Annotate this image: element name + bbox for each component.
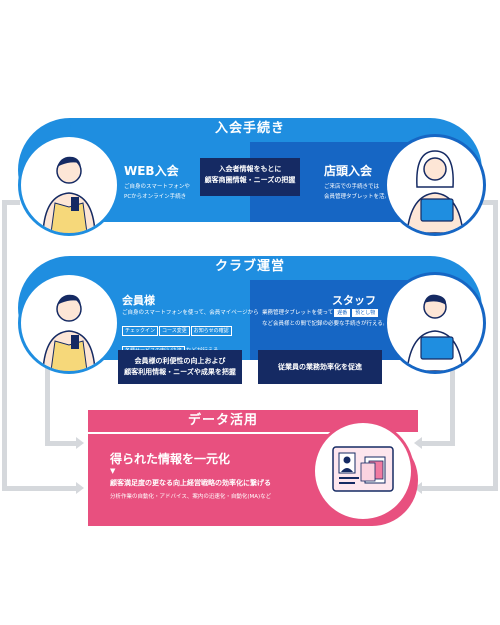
- connector-left-outer: [2, 200, 7, 490]
- web-entry-line1: ご自身のスマートフォンや: [124, 184, 190, 190]
- section3-title: データ活用: [187, 413, 258, 428]
- store-entry-title: 店頭入会: [324, 164, 373, 178]
- store-entry-line1: ご来店での手続きでは: [324, 184, 380, 190]
- data-screen-icon: [332, 446, 394, 492]
- arrow-left-inner: [76, 437, 84, 449]
- staff-line1-pre: 業務管理タブレットを使って: [262, 310, 334, 316]
- connector-left-bottom: [2, 486, 80, 491]
- staff-line2: など会員様との間で記録の必要な手続きが行える。: [262, 321, 389, 327]
- staff-title: スタッフ: [332, 294, 376, 307]
- person-phone-icon: [42, 156, 96, 233]
- member-tag-checkin: チェックイン: [122, 326, 159, 336]
- connector-right-inner: [450, 350, 455, 445]
- arrow-right-inner: [414, 437, 422, 449]
- staff-tag-late: 遅番: [334, 309, 351, 317]
- section2-box-left-line1: 会員様の利便性の向上および: [134, 357, 226, 365]
- data-circle: [312, 420, 414, 522]
- connector-right-inner-h: [420, 441, 455, 446]
- section2-box-left: 会員様の利便性の向上および 顧客利用情報・ニーズや成果を把握: [118, 350, 242, 384]
- person-store-avatar: [384, 134, 486, 236]
- section2-box-right: 従業員の業務効率化を促進: [258, 350, 382, 384]
- section2-box-right-line1: 従業員の業務効率化を促進: [278, 363, 362, 371]
- staff-line1: 業務管理タブレットを使って遅番預とし物: [262, 309, 379, 318]
- web-entry-line2: PCからオンライン手続き: [124, 194, 187, 200]
- section3-arrow: ▼: [110, 467, 116, 475]
- arrow-left-bottom: [76, 482, 84, 494]
- member-tag-notice: お知らせの確認: [190, 326, 232, 336]
- section3-headline: 得られた情報を一元化: [110, 452, 231, 466]
- staff-avatar: [384, 272, 486, 374]
- staff-tag-lost: 預とし物: [352, 309, 379, 317]
- member-tag-course: コース変更: [159, 326, 190, 336]
- staff-tablet-icon: [406, 294, 464, 371]
- connector-left-inner-h: [45, 441, 80, 446]
- arrow-right-bottom: [414, 482, 422, 494]
- section2-title: クラブ運営: [70, 256, 430, 278]
- section3-line1: 顧客満足度の更なる向上経営戦略の効率化に繋げる: [110, 479, 271, 487]
- web-entry-title: WEB入会: [124, 164, 179, 178]
- section1-center-line1: 入会者情報をもとに: [218, 165, 282, 173]
- connector-right-top: [480, 200, 498, 205]
- member-avatar: [18, 272, 120, 374]
- section3-line2: 分析作業の自動化・アドバイス、案内の迅速化・自動化(MA)など: [110, 494, 272, 500]
- member-line1: ご自身のスマートフォンを使って、会員マイページから: [122, 310, 259, 316]
- section1-center-line2: 顧客商圏情報・ニーズの把握: [204, 176, 296, 184]
- connector-left-inner: [45, 350, 50, 445]
- connector-right-bottom: [420, 486, 498, 491]
- person-tablet-icon: [406, 150, 464, 233]
- connector-left-top: [2, 200, 20, 205]
- section2-box-left-line2: 顧客利用情報・ニーズや成果を把握: [124, 368, 236, 376]
- connector-right-outer: [493, 200, 498, 490]
- section1-center-box: 入会者情報をもとに 顧客商圏情報・ニーズの把握: [200, 158, 300, 196]
- section1-title: 入会手続き: [70, 118, 430, 140]
- member-phone-icon: [42, 294, 96, 371]
- store-entry-line2: 会員管理タブレットを活用: [324, 194, 391, 200]
- member-title: 会員様: [122, 294, 155, 307]
- person-web-avatar: [18, 134, 120, 236]
